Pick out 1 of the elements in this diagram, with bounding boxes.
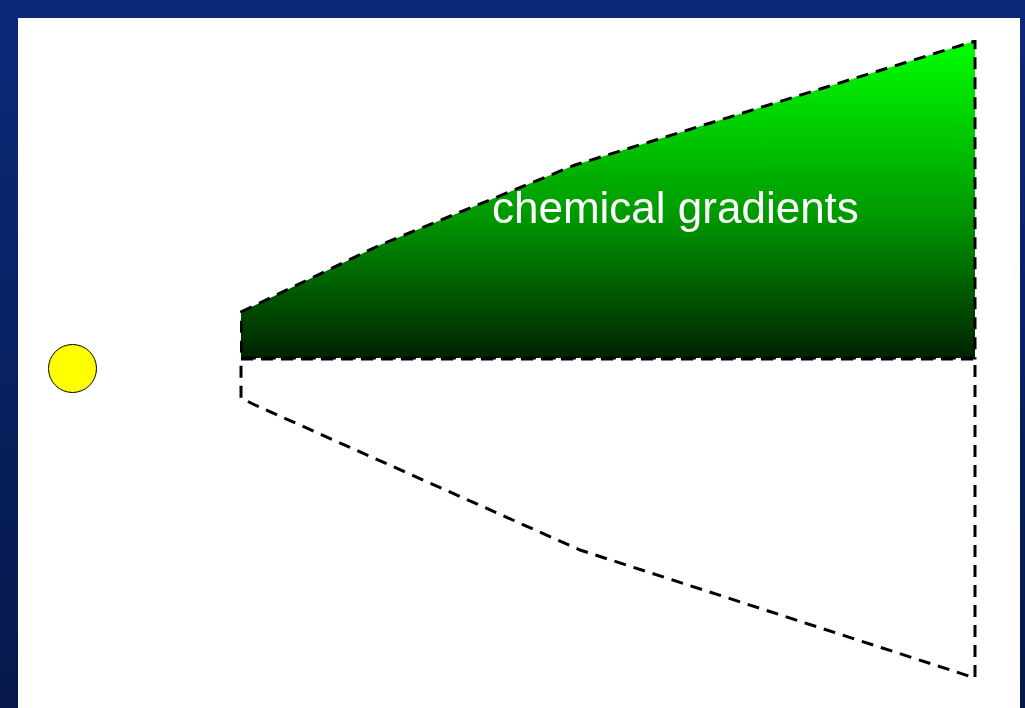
wedge-label: chemical gradients <box>492 182 859 234</box>
